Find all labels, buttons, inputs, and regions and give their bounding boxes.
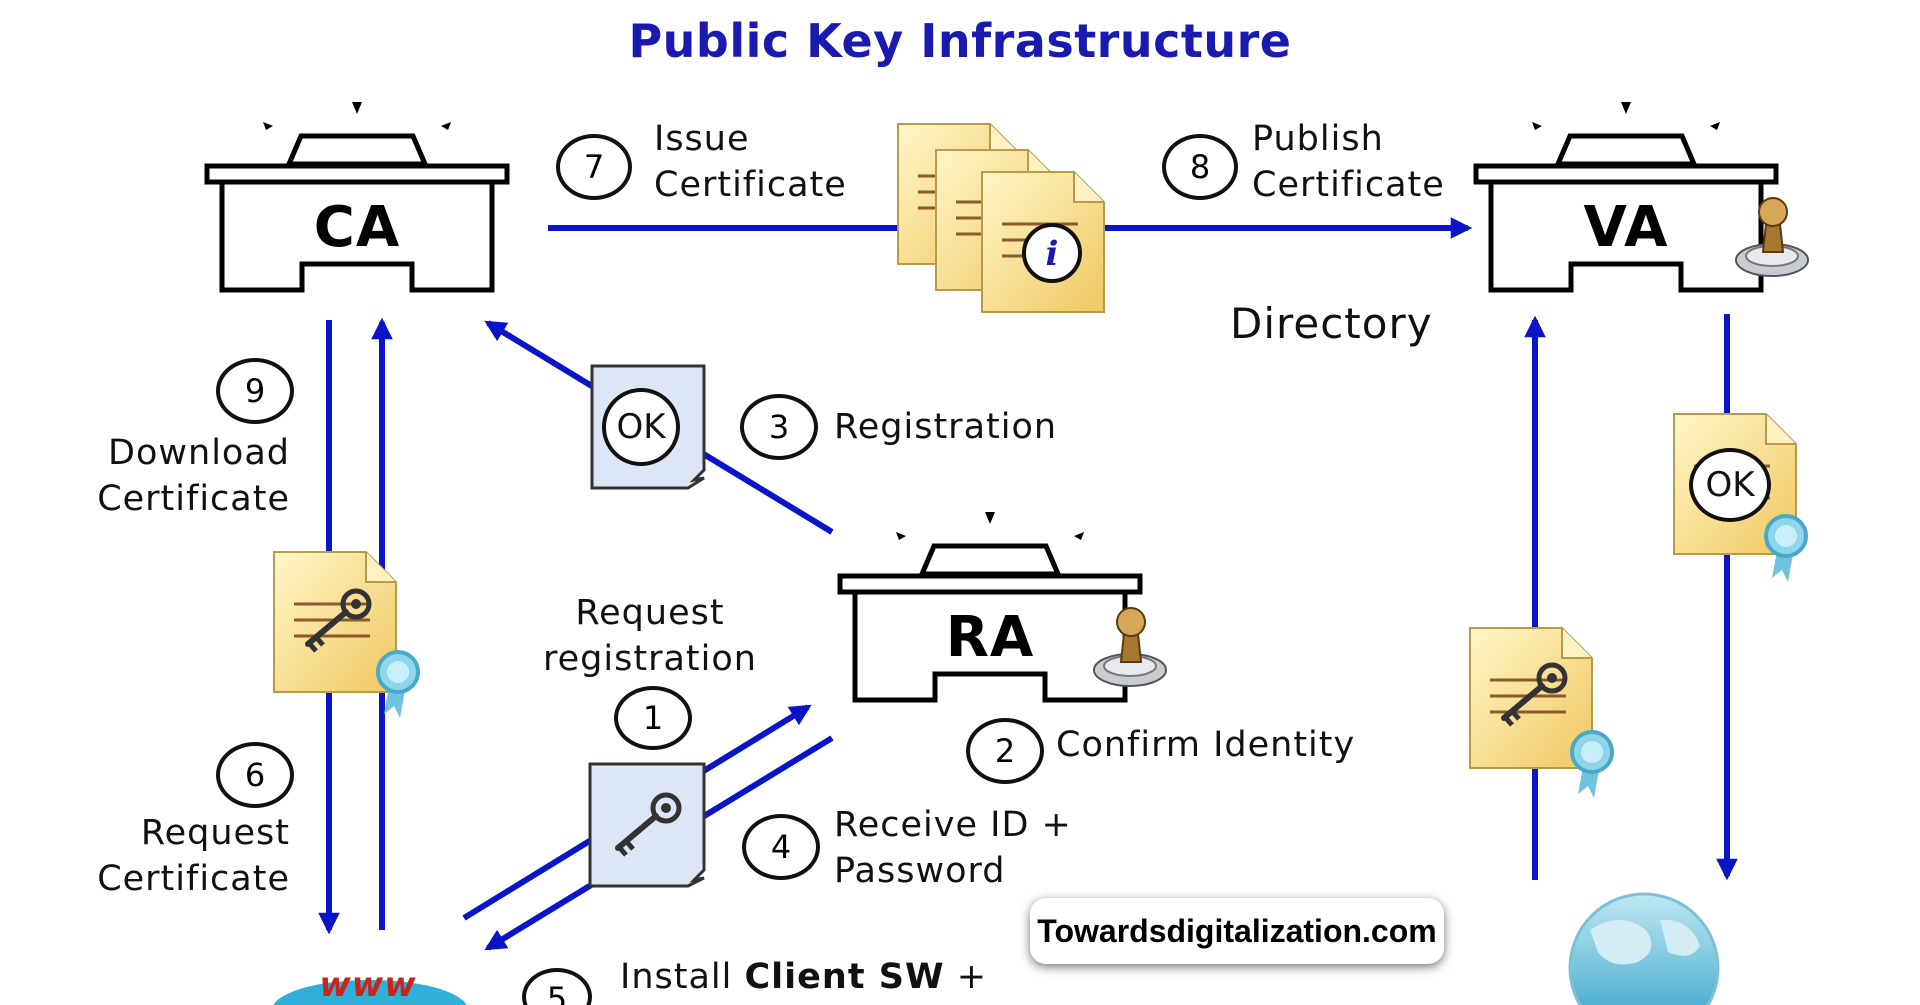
- step-8-label-line2: Certificate: [1252, 165, 1445, 205]
- step-5-label-prefix: Install: [620, 957, 745, 997]
- step-6-label-line1: Request: [140, 813, 290, 853]
- watermark-badge: Towardsdigitalization.com: [1030, 898, 1444, 964]
- step-5-label-suffix: +: [944, 957, 988, 997]
- key-certificate-right-icon: [1468, 626, 1614, 800]
- step-8-number: 8: [1189, 148, 1211, 186]
- step-1-label-line2: registration: [543, 639, 757, 679]
- ra-label: RA: [945, 605, 1035, 670]
- step-1-label-line1: Request: [575, 593, 725, 633]
- step-2-number: 2: [994, 732, 1016, 770]
- step-7-label-line2: Certificate: [654, 165, 847, 205]
- globe-icon: [1568, 892, 1720, 1005]
- directory-label: Directory: [1230, 299, 1433, 348]
- step-3-label: Registration: [834, 407, 1058, 447]
- step-9-label-line1: Download: [108, 433, 290, 473]
- step-9-label-line2: Certificate: [97, 479, 290, 519]
- step-2-label: Confirm Identity: [1056, 725, 1356, 765]
- ok-registration-badge: OK: [602, 388, 680, 466]
- page-title: Public Key Infrastructure: [628, 14, 1292, 68]
- www-client-icon: [273, 980, 467, 1005]
- step-7-number: 7: [583, 148, 605, 186]
- ok-validation-badge: OK: [1689, 448, 1771, 522]
- certificate-stack-icon: i: [896, 122, 1106, 314]
- client-key-ticket-icon: [588, 762, 706, 888]
- step-2-badge: 2: [966, 718, 1044, 784]
- ok-registration-text: OK: [616, 407, 666, 447]
- step-1-number: 1: [642, 699, 664, 737]
- va-label: VA: [1583, 195, 1669, 260]
- step-6-number: 6: [244, 756, 266, 794]
- step-4-number: 4: [770, 828, 792, 866]
- step-9-badge: 9: [216, 358, 294, 424]
- step-5-label: Install Client SW +: [620, 954, 987, 1000]
- ok-validation-text: OK: [1705, 465, 1755, 505]
- watermark-text: Towardsdigitalization.com: [1037, 912, 1437, 949]
- step-8-badge: 8: [1162, 134, 1238, 200]
- ca-label: CA: [313, 195, 401, 260]
- step-5-label-bold: Client SW: [744, 957, 945, 997]
- step-4-label-line1: Receive ID +: [834, 805, 1072, 845]
- step-3-number: 3: [768, 408, 790, 446]
- step-6-badge: 6: [216, 742, 294, 808]
- step-9-number: 9: [244, 372, 266, 410]
- step-8-label-line1: Publish: [1252, 119, 1384, 159]
- svg-text:i: i: [1046, 234, 1059, 274]
- step-3-badge: 3: [740, 394, 818, 460]
- step-1-badge: 1: [614, 686, 692, 750]
- step-4-label-line2: Password: [834, 851, 1006, 891]
- step-4-badge: 4: [742, 814, 820, 880]
- key-certificate-left-icon: [272, 550, 420, 720]
- step-5-number: 5: [546, 980, 568, 1005]
- step-7-badge: 7: [556, 134, 632, 200]
- www-label: www: [319, 965, 417, 1005]
- step-6-label-line2: Certificate: [97, 859, 290, 899]
- step-7-label-line1: Issue: [654, 119, 750, 159]
